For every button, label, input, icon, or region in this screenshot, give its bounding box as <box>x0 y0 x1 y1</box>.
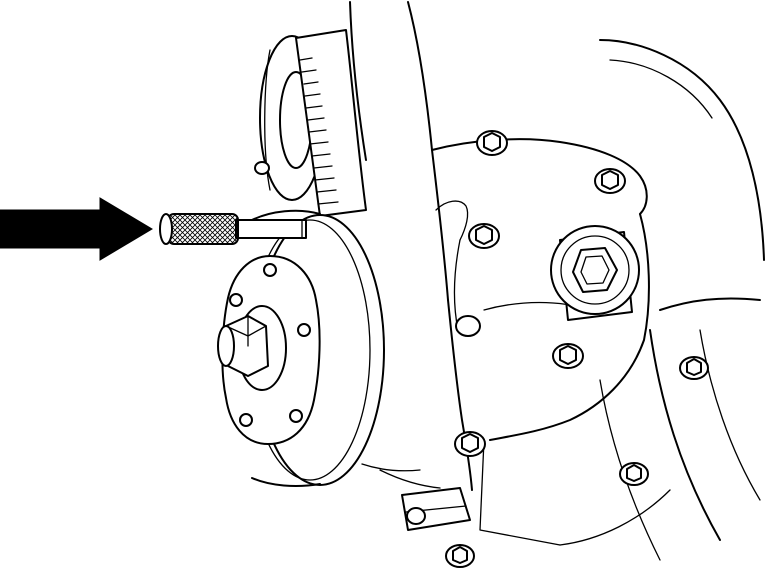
bolt-head <box>406 507 426 525</box>
bolt-head <box>619 462 649 486</box>
bolt-head <box>455 315 481 337</box>
bolt-head <box>476 130 508 156</box>
bolt-head <box>679 356 709 380</box>
timing-belt-icon <box>295 29 367 217</box>
bolt-icon <box>406 130 709 568</box>
bolt-head <box>454 431 486 457</box>
bolt-head <box>445 544 475 568</box>
locking-pin-icon <box>159 213 307 245</box>
hex-plug <box>550 225 640 315</box>
bolt-head <box>468 223 500 249</box>
arrow-icon <box>0 197 153 261</box>
center-bolt-icon <box>217 315 269 377</box>
bolt-head <box>552 343 584 369</box>
bolt-head <box>594 168 626 194</box>
